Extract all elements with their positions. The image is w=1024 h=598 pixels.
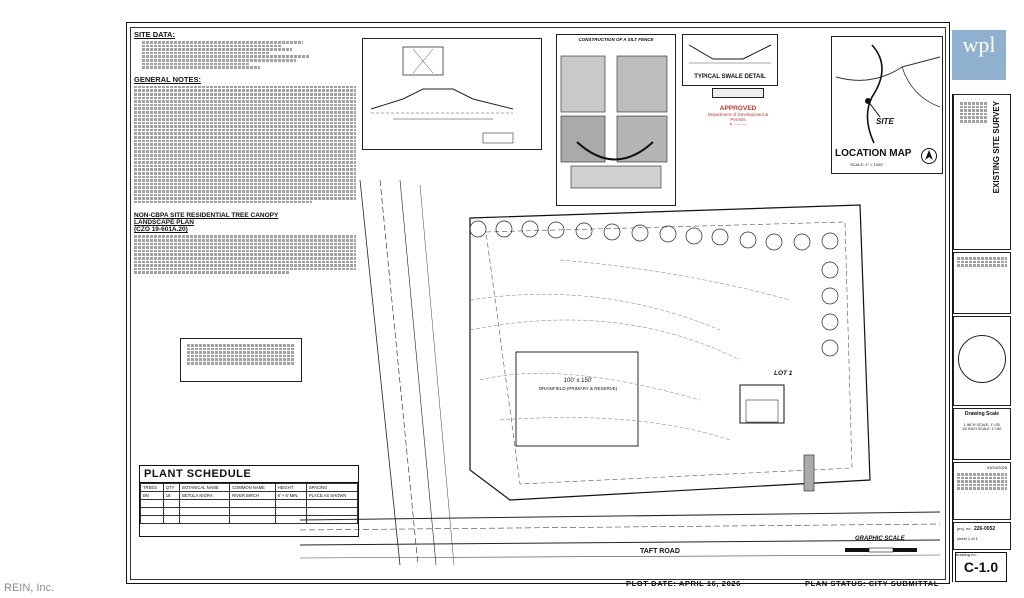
seal-cell xyxy=(953,316,1011,406)
drawing-no-label: drawing no.: xyxy=(956,552,978,557)
scale-line-2: 1/2 INCH SCALE: 1"=60' xyxy=(962,427,1002,431)
swale-detail: TYPICAL SWALE DETAIL xyxy=(682,34,778,86)
tree-canopy-notes xyxy=(134,235,356,274)
plot-status-bar: PLOT DATE: APRIL 16, 2026 PLAN STATUS: C… xyxy=(560,579,950,589)
approved-sub: Department of Development & Permits xyxy=(707,112,769,122)
lot-label: LOT 1 xyxy=(774,370,793,377)
firm-logo: wpl xyxy=(952,30,1006,80)
section-detail-drawing xyxy=(370,46,514,144)
table-row: BN 18 BETULA NIGRA RIVER BIRCH 6' + 6' M… xyxy=(140,491,359,500)
proj-no-cell: proj. no.: 226-0052 sheet 1 of 1 xyxy=(953,522,1011,550)
location-map: SITE xyxy=(831,36,943,174)
drawing-inner-border xyxy=(130,27,946,580)
proj-no-value: 226-0052 xyxy=(974,526,996,532)
firm-logo-mark: wpl xyxy=(962,32,996,57)
construction-note-box xyxy=(180,338,302,382)
drawing-scale-label: Drawing Scale xyxy=(964,411,1000,417)
site-data-block xyxy=(134,41,356,69)
section-detail xyxy=(362,38,542,150)
plant-schedule-title: PLANT SCHEDULE xyxy=(140,466,358,483)
approved-label: APPROVED xyxy=(719,105,757,112)
date-value: 03/24/2026 xyxy=(986,465,1007,470)
drawing-frame xyxy=(126,22,950,584)
engineer-seal-icon xyxy=(958,335,1006,383)
watermark: REIN, Inc. xyxy=(4,582,55,594)
scale-line-1: 1 INCH SCALE: 1"=30' xyxy=(963,423,1001,427)
swale-drawing xyxy=(688,44,772,64)
silt-fence-title: CONSTRUCTION OF A SILT FENCE xyxy=(578,37,654,42)
tree-canopy-heading-2: LANDSCAPE PLAN xyxy=(134,219,194,227)
sheet-count: sheet 1 of 1 xyxy=(957,536,978,541)
info-cell: 03/24/2026 xyxy=(953,462,1011,520)
title-block: EXISTING SITE SURVEY Drawing Scale 1 INC… xyxy=(952,94,1011,582)
location-map-drawing xyxy=(835,44,941,144)
drainfield-size: 100' x 150' xyxy=(563,378,593,384)
plot-date: PLOT DATE: APRIL 16, 2026 xyxy=(626,579,741,588)
tree-canopy-headings: NON-CBPA SITE RESIDENTIAL TREE CANOPY LA… xyxy=(134,212,356,233)
road-label: TAFT ROAD xyxy=(640,548,680,555)
tree-canopy-heading-1: NON-CBPA SITE RESIDENTIAL TREE CANOPY xyxy=(134,212,279,220)
graphic-scale-label: GRAPHIC SCALE xyxy=(855,536,905,542)
plan-status: PLAN STATUS: CITY SUBMITTAL xyxy=(805,579,939,588)
revision-cell xyxy=(953,252,1011,314)
graphic-scale-bar xyxy=(845,547,917,553)
notes-column: SITE DATA: GENERAL NOTES: NON-CBPA SITE … xyxy=(134,30,356,275)
table-row: TREES QTY BOTANICAL NAME COMMON NAME HEI… xyxy=(140,483,359,492)
project-title-cell: EXISTING SITE SURVEY xyxy=(953,94,1011,250)
approval-stamp: APPROVED Department of Development & Per… xyxy=(700,88,776,136)
project-title: EXISTING SITE SURVEY xyxy=(992,101,1001,194)
proj-no-label: proj. no.: xyxy=(957,526,973,531)
silt-fence-detail: CONSTRUCTION OF A SILT FENCE xyxy=(556,34,676,206)
silt-fence-drawing xyxy=(560,55,668,189)
sheet-number: C-1.0 xyxy=(955,552,1007,582)
site-label: SITE xyxy=(876,117,894,126)
general-notes-block xyxy=(134,85,356,204)
tree-row-top xyxy=(469,220,839,357)
general-notes-heading: GENERAL NOTES: xyxy=(134,74,201,84)
tree-canopy-heading-3: (CZO 19-601A.20) xyxy=(134,226,188,234)
swale-title: TYPICAL SWALE DETAIL xyxy=(694,74,766,80)
drainfield-label: DRAINFIELD (PRIMARY & RESERVE) xyxy=(538,386,618,391)
north-arrow-icon xyxy=(921,148,937,164)
location-map-title: LOCATION MAP xyxy=(835,148,912,159)
scale-cell: Drawing Scale 1 INCH SCALE: 1"=30' 1/2 I… xyxy=(953,408,1011,460)
location-map-scale: SCALE: 1" = 1000' xyxy=(850,162,884,167)
site-data-heading: SITE DATA: xyxy=(134,30,175,39)
